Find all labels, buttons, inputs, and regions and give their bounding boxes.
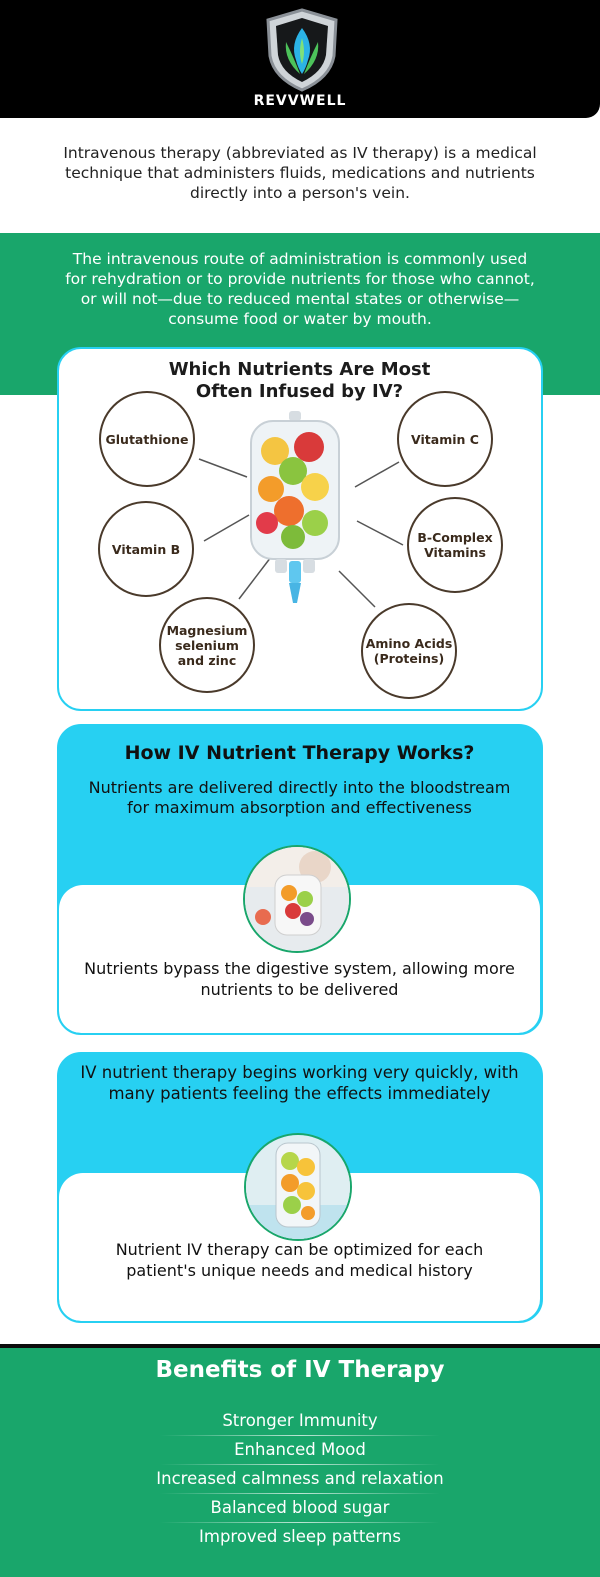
benefit-item: Improved sleep patterns xyxy=(199,1527,401,1546)
nutrient-vitamin-b: Vitamin B xyxy=(98,501,194,597)
benefits-title: Benefits of IV Therapy xyxy=(155,1357,445,1383)
iv-bag-fruit-icon xyxy=(250,411,340,603)
nutrients-title-line2: Often Infused by IV? xyxy=(195,381,404,402)
how-it-works-point2: Nutrients bypass the digestive system, a… xyxy=(84,959,515,999)
benefit-separator xyxy=(160,1464,440,1465)
speed-point2: Nutrient IV therapy can be optimized for… xyxy=(115,1240,484,1280)
benefit-item: Balanced blood sugar xyxy=(210,1498,390,1517)
nutrients-title: Which Nutrients Are Most Often Infused b… xyxy=(59,359,540,403)
brand-name: REVVWELL xyxy=(253,93,347,109)
benefit-separator xyxy=(160,1493,440,1494)
iv-bag-photo-1 xyxy=(243,845,351,953)
how-it-works-point1: Nutrients are delivered directly into th… xyxy=(88,778,511,817)
nutrient-magnesium: Magnesium selenium and zinc xyxy=(159,597,255,693)
benefit-item: Increased calmness and relaxation xyxy=(156,1469,444,1488)
footer-divider xyxy=(0,1344,600,1348)
benefit-separator xyxy=(160,1435,440,1436)
nutrient-amino-acids: Amino Acids (Proteins) xyxy=(361,603,457,699)
benefit-item: Enhanced Mood xyxy=(234,1440,366,1459)
iv-bag-photo-2 xyxy=(244,1133,352,1241)
nutrient-vitamin-c: Vitamin C xyxy=(397,391,493,487)
intro-text: Intravenous therapy (abbreviated as IV t… xyxy=(63,144,537,202)
speed-point1: IV nutrient therapy begins working very … xyxy=(80,1063,519,1103)
header: REVVWELL xyxy=(0,0,600,118)
nutrients-title-line1: Which Nutrients Are Most xyxy=(168,359,431,380)
benefit-separator xyxy=(160,1522,440,1523)
connector-lines xyxy=(198,458,404,608)
how-it-works-title: How IV Nutrient Therapy Works? xyxy=(124,742,475,764)
nutrient-glutathione: Glutathione xyxy=(99,391,195,487)
benefits-section xyxy=(0,1348,600,1577)
benefit-item: Stronger Immunity xyxy=(222,1411,378,1430)
shield-logo-icon xyxy=(266,8,338,92)
route-text: The intravenous route of administration … xyxy=(65,250,535,328)
nutrients-card: Which Nutrients Are Most Often Infused b… xyxy=(57,347,543,711)
nutrient-b-complex: B-Complex Vitamins xyxy=(407,497,503,593)
